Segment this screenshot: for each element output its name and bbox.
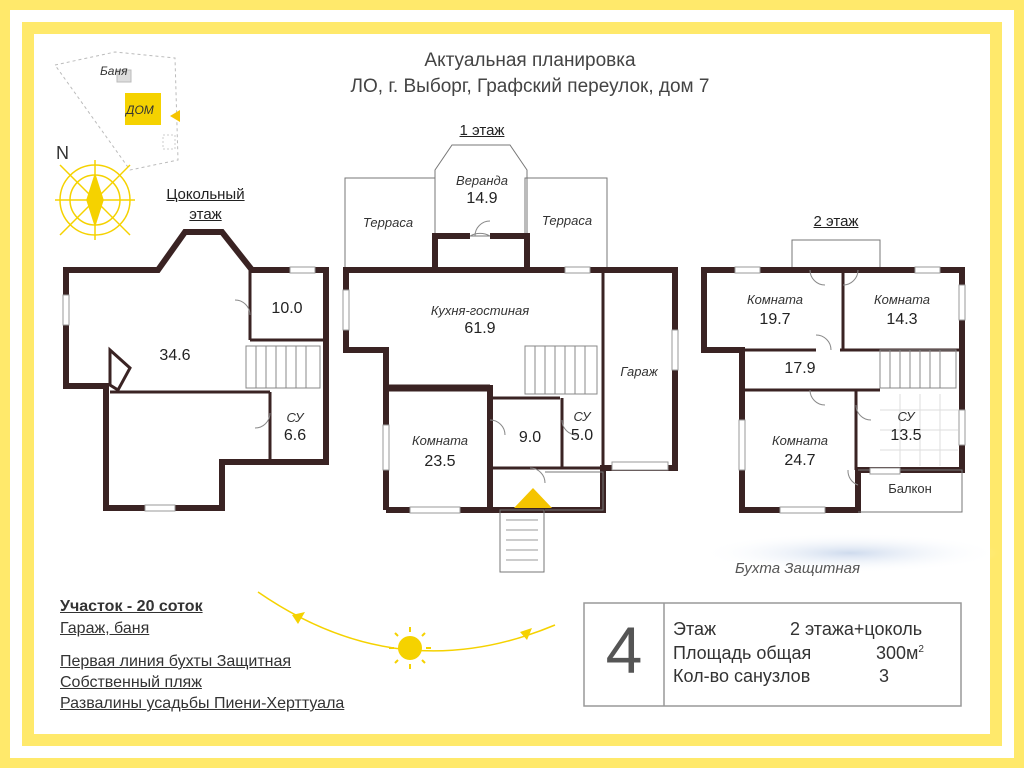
- room-area: 24.7: [784, 452, 816, 469]
- room-name: Комната: [771, 433, 829, 448]
- stat-label: Площадь общая: [673, 643, 812, 663]
- first-floor-plan: [342, 144, 679, 573]
- entrance-arrow-icon: [514, 488, 552, 508]
- stat-value: 3: [879, 666, 890, 686]
- room-area: 6.6: [283, 427, 307, 444]
- basement-title-2: этаж: [189, 206, 222, 223]
- feature-item: Собственный пляж: [60, 674, 202, 691]
- room-name: Комната: [873, 292, 931, 307]
- room-name: Комната: [411, 433, 469, 448]
- first-floor-title: 1 этаж: [459, 122, 505, 139]
- room-name: Балкон: [888, 481, 932, 496]
- house-marker: [125, 93, 161, 125]
- room-area: 17.9: [784, 360, 816, 377]
- room-area: 13.5: [890, 427, 922, 444]
- basement-plan: [63, 229, 329, 511]
- room-area: 19.7: [759, 311, 791, 328]
- room-name: Гараж: [620, 364, 658, 379]
- room-name: СУ: [573, 409, 591, 424]
- plot-extras: Гараж, баня: [60, 620, 150, 637]
- room-area: 14.9: [466, 190, 498, 207]
- second-floor-title: 2 этаж: [813, 213, 859, 230]
- room-name: СУ: [286, 410, 304, 425]
- room-name: Комната: [746, 292, 804, 307]
- room-name: Терраса: [541, 213, 593, 228]
- second-floor-plan: [701, 239, 966, 514]
- stat-value: 2 этажа+цоколь: [790, 619, 923, 639]
- site-plan: [54, 51, 179, 171]
- plan-sheet: [34, 34, 990, 734]
- room-area: 9.0: [518, 429, 542, 446]
- sun-icon: [389, 627, 431, 669]
- bath-label: Баня: [100, 64, 128, 78]
- stat-label: Кол-во санузлов: [673, 666, 811, 686]
- plot-size: Участок - 20 соток: [60, 598, 203, 615]
- room-name: Веранда: [456, 173, 508, 188]
- basement-title-1: Цокольный: [166, 186, 245, 203]
- room-area: 14.3: [886, 311, 918, 328]
- room-area: 10.0: [271, 300, 303, 317]
- big-number: 4: [605, 613, 643, 687]
- stat-label: Этаж: [673, 619, 717, 639]
- room-area: 5.0: [570, 427, 594, 444]
- room-area: 34.6: [159, 347, 191, 364]
- bay-label: Бухта Защитная: [735, 560, 861, 577]
- room-area: 23.5: [424, 453, 456, 470]
- room-area: 61.9: [464, 320, 496, 337]
- feature-item: Первая линия бухты Защитная: [60, 653, 292, 670]
- bay-wave: [700, 533, 1000, 573]
- page-title: Актуальная планировка: [424, 50, 636, 71]
- stat-value: 300м2: [876, 643, 924, 663]
- room-name: Кухня-гостиная: [430, 303, 530, 318]
- room-name: Терраса: [362, 215, 414, 230]
- compass-icon: [55, 160, 135, 240]
- address: ЛО, г. Выборг, Графский переулок, дом 7: [350, 76, 710, 97]
- feature-item: Развалины усадьбы Пиени-Херттуала: [60, 695, 345, 712]
- north-label: N: [56, 143, 69, 163]
- house-label: ДОМ: [126, 103, 154, 117]
- stats-box: [583, 602, 962, 707]
- room-name: СУ: [897, 409, 915, 424]
